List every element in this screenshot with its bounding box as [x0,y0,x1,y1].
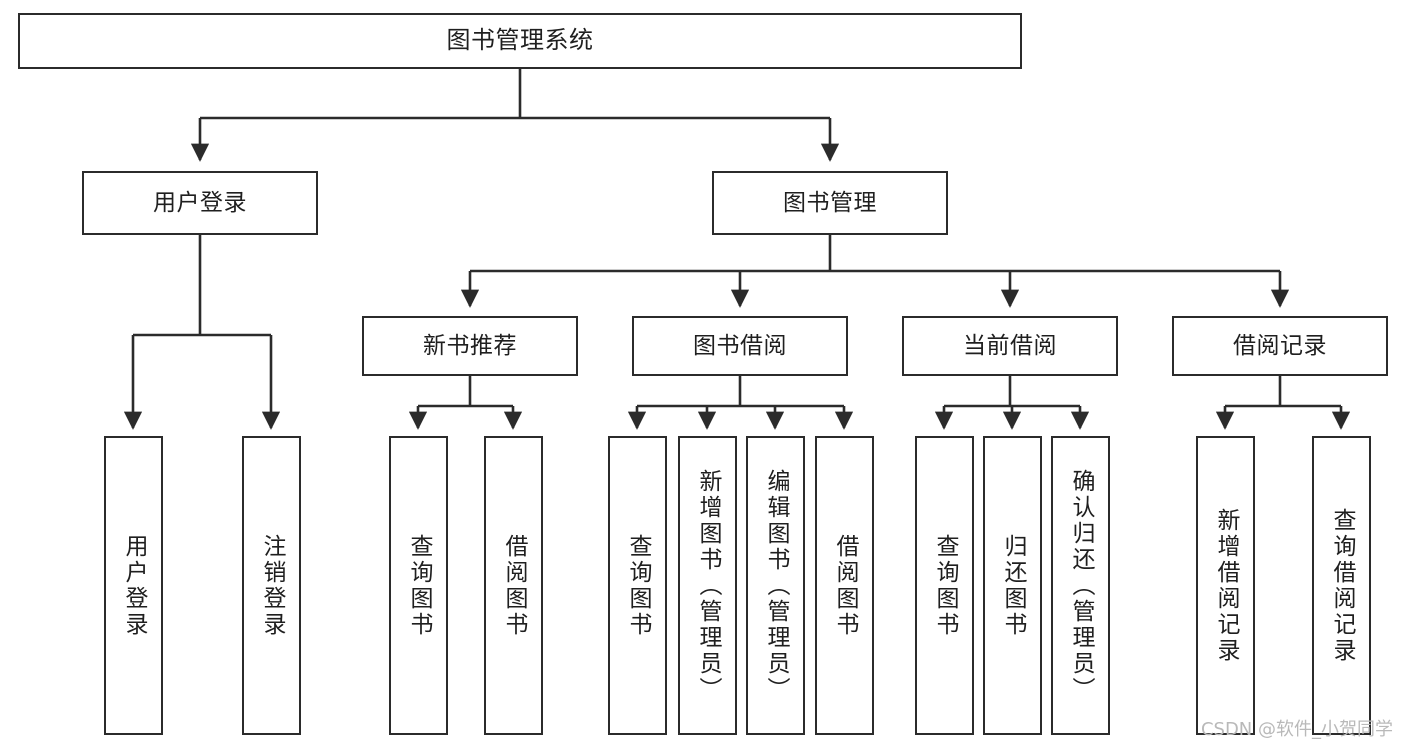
node-borrow-record[interactable]: 借阅记录 [1172,316,1388,376]
node-borrow-record-label: 借阅记录 [1233,332,1327,359]
node-leaf-user-login[interactable]: 用户登录 [104,436,163,735]
node-leaf-borrow-book-1[interactable]: 借阅图书 [484,436,543,735]
node-leaf-add-record-label: 新增借阅记录 [1213,507,1239,664]
node-leaf-query-record-label: 查询借阅记录 [1329,507,1355,664]
node-user-login-label: 用户登录 [153,189,247,216]
node-leaf-query-record[interactable]: 查询借阅记录 [1312,436,1371,735]
node-book-borrow-label: 图书借阅 [693,332,787,359]
node-root-label: 图书管理系统 [446,26,594,55]
node-leaf-borrow-book-1-label: 借阅图书 [501,533,527,638]
node-book-borrow[interactable]: 图书借阅 [632,316,848,376]
node-leaf-return-book[interactable]: 归还图书 [983,436,1042,735]
node-leaf-query-book-2[interactable]: 查询图书 [608,436,667,735]
node-leaf-add-book[interactable]: 新增图书（管理员） [678,436,737,735]
node-leaf-logout-login[interactable]: 注销登录 [242,436,301,735]
node-root[interactable]: 图书管理系统 [18,13,1022,69]
node-user-login[interactable]: 用户登录 [82,171,318,235]
node-leaf-add-record[interactable]: 新增借阅记录 [1196,436,1255,735]
node-leaf-query-book-3[interactable]: 查询图书 [915,436,974,735]
node-leaf-borrow-book-2-label: 借阅图书 [832,533,858,638]
node-leaf-return-book-label: 归还图书 [1000,533,1026,638]
node-leaf-borrow-book-2[interactable]: 借阅图书 [815,436,874,735]
node-leaf-confirm-return[interactable]: 确认归还（管理员） [1051,436,1110,735]
watermark: CSDN @软件_小贺同学 [1200,719,1393,740]
node-leaf-query-book-2-label: 查询图书 [625,533,651,638]
node-leaf-query-book-1-label: 查询图书 [406,533,432,638]
node-leaf-confirm-return-label: 确认归还（管理员） [1068,468,1094,703]
node-current-borrow-label: 当前借阅 [963,332,1057,359]
node-book-manage-label: 图书管理 [783,189,877,216]
node-leaf-edit-book[interactable]: 编辑图书（管理员） [746,436,805,735]
node-leaf-logout-login-label: 注销登录 [259,533,285,638]
node-new-book-recommend[interactable]: 新书推荐 [362,316,578,376]
node-leaf-query-book-1[interactable]: 查询图书 [389,436,448,735]
node-new-book-recommend-label: 新书推荐 [423,332,517,359]
node-leaf-edit-book-label: 编辑图书（管理员） [763,468,789,703]
node-leaf-add-book-label: 新增图书（管理员） [695,468,721,703]
node-leaf-user-login-label: 用户登录 [121,533,147,638]
node-current-borrow[interactable]: 当前借阅 [902,316,1118,376]
node-leaf-query-book-3-label: 查询图书 [932,533,958,638]
node-book-manage[interactable]: 图书管理 [712,171,948,235]
